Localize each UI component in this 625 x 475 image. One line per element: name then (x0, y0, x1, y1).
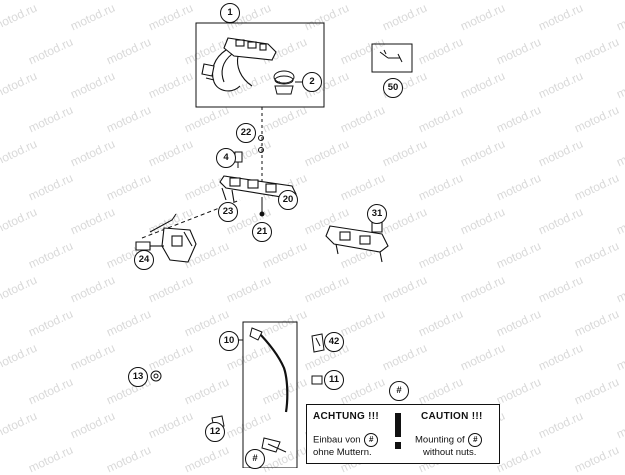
callout-11: 11 (324, 370, 344, 390)
o-ring (273, 70, 295, 84)
nut (274, 85, 294, 95)
warning-text-en-a: Mounting of (415, 434, 465, 446)
warning-text-de-line1: Einbau von # (313, 433, 379, 447)
callout-42: 42 (324, 332, 344, 352)
callout-hash-part: # (245, 449, 265, 469)
callout-hash-note: # (389, 381, 409, 401)
warning-text-en-line1: Mounting of # (415, 433, 483, 447)
callout-31: 31 (367, 204, 387, 224)
switch-unit (201, 37, 277, 92)
callout-23: 23 (218, 202, 238, 222)
warning-title-en: CAUTION !!! (421, 411, 483, 422)
hash-symbol-de: # (364, 433, 379, 447)
warning-text-en-line2: without nuts. (423, 447, 477, 458)
callout-20: 20 (278, 190, 298, 210)
callout-4: 4 (216, 148, 236, 168)
warning-title-de: ACHTUNG !!! (313, 411, 380, 422)
callout-1: 1 (220, 3, 240, 23)
callout-10: 10 (219, 331, 239, 351)
warning-note-box: ACHTUNG !!! CAUTION !!! Einbau von # ohn… (306, 404, 500, 464)
callout-21: 21 (252, 222, 272, 242)
warning-text-de-line2: ohne Muttern. (313, 447, 372, 458)
callout-13: 13 (128, 367, 148, 387)
clamp-assembly (325, 221, 389, 263)
callout-2: 2 (302, 72, 322, 92)
callout-22: 22 (236, 123, 256, 143)
callout-12: 12 (205, 422, 225, 442)
part-group-box-1 (195, 22, 325, 108)
callout-50: 50 (383, 78, 403, 98)
callout-24: 24 (134, 250, 154, 270)
left-switch-block (135, 227, 197, 263)
hash-symbol-en: # (468, 433, 483, 447)
exclamation-icon (395, 413, 401, 449)
warning-text-de-a: Einbau von (313, 434, 361, 446)
